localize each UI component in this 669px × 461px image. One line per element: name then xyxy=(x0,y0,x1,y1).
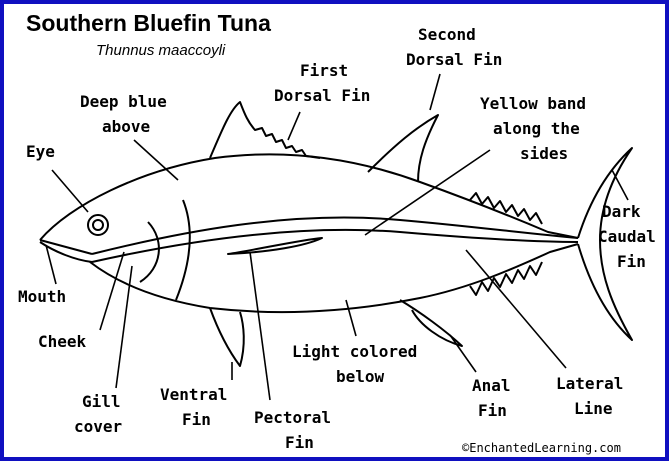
fish-second-dorsal-fin xyxy=(368,115,438,182)
fish-upper-outline xyxy=(40,154,578,240)
label-lateral-line2: Line xyxy=(574,399,613,418)
scientific-name: Thunnus maaccoyli xyxy=(96,42,226,59)
label-yellow-band-line2: along the xyxy=(493,119,580,138)
label-lateral-line1: Lateral xyxy=(556,374,623,393)
copyright-notice: ©EnchantedLearning.com xyxy=(462,441,621,455)
label-first-dorsal-line2: Dorsal Fin xyxy=(274,86,370,105)
leader-eye xyxy=(52,170,88,212)
label-light-line1: Light colored xyxy=(292,342,417,361)
fish-lateral-line xyxy=(92,218,578,254)
leader-first-dorsal xyxy=(288,112,300,140)
leader-cheek xyxy=(100,252,124,330)
fish-pectoral-fin xyxy=(228,238,322,254)
fish-yellow-band xyxy=(92,230,578,262)
label-caudal-line3: Fin xyxy=(617,252,646,271)
label-mouth: Mouth xyxy=(18,287,66,306)
label-ventral-line2: Fin xyxy=(182,410,211,429)
label-second-dorsal-line1: Second xyxy=(418,25,476,44)
label-first-dorsal-line1: First xyxy=(300,61,348,80)
leader-caudal xyxy=(612,170,628,200)
fish-eye-inner xyxy=(93,220,103,230)
label-cheek: Cheek xyxy=(38,332,87,351)
fish-gill-arc xyxy=(176,200,190,300)
label-deep-blue-line2: above xyxy=(102,117,150,136)
fish-ventral-fin xyxy=(210,308,244,366)
label-pectoral-line2: Fin xyxy=(285,433,314,452)
diagram-title: Southern Bluefin Tuna xyxy=(26,10,271,36)
fish-eye-outer xyxy=(88,215,108,235)
leader-second-dorsal xyxy=(430,74,440,110)
label-ventral-line1: Ventral xyxy=(160,385,227,404)
label-gill-line1: Gill xyxy=(82,392,121,411)
label-light-line2: below xyxy=(336,367,385,386)
label-gill-line2: cover xyxy=(74,417,122,436)
fish-first-dorsal-fin xyxy=(210,102,320,158)
label-caudal-line1: Dark xyxy=(602,202,641,221)
label-pectoral-line1: Pectoral xyxy=(254,408,331,427)
label-anal-line1: Anal xyxy=(472,376,511,395)
label-second-dorsal-line2: Dorsal Fin xyxy=(406,50,502,69)
label-deep-blue-line1: Deep blue xyxy=(80,92,167,111)
leader-deep-blue xyxy=(134,140,178,180)
label-yellow-band-line1: Yellow band xyxy=(480,94,586,113)
label-anal-line2: Fin xyxy=(478,401,507,420)
label-eye: Eye xyxy=(26,142,55,161)
leader-pectoral xyxy=(250,252,270,400)
tuna-illustration xyxy=(40,102,632,366)
leader-anal xyxy=(450,335,476,372)
fish-dorsal-finlets xyxy=(470,193,542,224)
label-caudal-line2: Caudal xyxy=(598,227,656,246)
label-yellow-band-line3: sides xyxy=(520,144,568,163)
leader-light xyxy=(346,300,356,336)
leader-gill xyxy=(116,266,132,388)
